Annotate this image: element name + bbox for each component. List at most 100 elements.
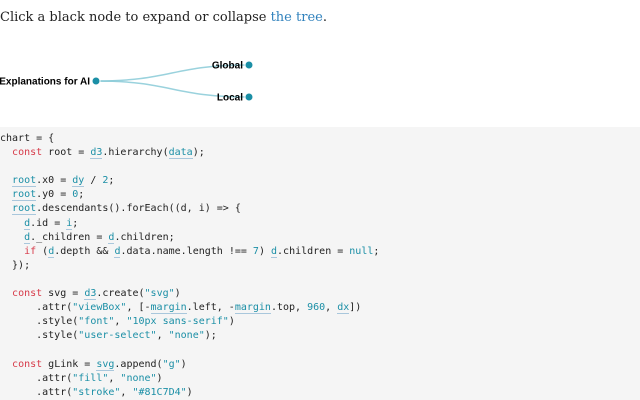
code-token: .data.name.length !== [120,245,253,257]
code-token: if [24,245,37,257]
code-token: d [108,231,115,244]
code-token: "user-select" [78,330,157,342]
code-line: .attr("stroke", "#81C7D4") [0,386,640,400]
tree-link[interactable]: the tree [270,10,323,25]
code-token: dy [72,175,85,188]
code-token: d [24,217,31,230]
code-token: ) [186,386,193,398]
root-node-label: Explanations for AI [0,77,90,88]
code-token: 960 [307,302,326,314]
child-node-global[interactable]: Global [212,60,254,72]
code-token: }); [0,259,31,271]
code-token: "svg" [144,288,175,300]
code-token: ; [108,175,115,187]
code-token: , [108,372,121,384]
code-token: .append( [114,358,163,370]
code-token: ) [258,245,271,257]
code-token: .attr( [0,386,73,398]
root-node-circle[interactable] [91,76,101,86]
global-node-circle[interactable] [244,60,254,70]
code-line: root.x0 = dy / 2; [0,174,640,188]
code-token: .children = [277,245,350,257]
code-token: d [271,245,278,258]
code-token: "none" [168,330,205,342]
code-line: .style("font", "10px sans-serif") [0,315,640,329]
code-line: .style("user-select", "none"); [0,329,640,343]
code-token [0,203,12,214]
code-token: "none" [120,372,157,384]
tree-diagram: Explanations for AI Global Local [0,60,254,104]
code-token: "#81C7D4" [132,386,187,398]
intro-suffix: . [322,10,327,25]
code-line: .attr("fill", "none") [0,372,640,386]
code-token: ; [72,217,79,229]
code-token: .style( [0,316,79,328]
code-token: ); [192,147,205,159]
code-token: .descendants().forEach((d, i) => { [36,203,241,215]
intro-prefix: Click a black node to expand or collapse [0,10,271,25]
code-token: i [66,217,73,230]
code-line: chart = { [0,132,640,146]
code-token [0,288,12,299]
local-node-circle[interactable] [244,92,254,102]
code-token: .y0 = [36,189,73,201]
code-cell[interactable]: chart = { const root = d3.hierarchy(data… [0,127,640,400]
code-token: root = [42,147,91,159]
code-block[interactable]: chart = { const root = d3.hierarchy(data… [0,127,640,400]
code-token: ); [204,330,217,342]
code-token: .id = [30,217,67,229]
code-token: chart = { [0,133,55,144]
tree-link-local [95,80,250,98]
code-token: svg [96,358,115,371]
code-token: , [120,386,133,398]
code-line: d.id = i; [0,217,640,231]
code-token: ._children = [30,231,109,243]
code-token: .hierarchy( [102,147,169,159]
code-token: d [24,231,31,244]
code-token: .style( [0,330,79,342]
tree-links [95,64,250,98]
global-node-label: Global [212,61,243,72]
code-token: margin [234,302,271,315]
code-token: , [325,302,338,314]
code-token: d [114,245,121,258]
code-token: "10px sans-serif" [126,316,229,328]
code-token: "g" [162,358,181,370]
code-token [0,359,12,370]
code-token: margin [150,302,187,315]
code-token: ) [156,372,163,384]
code-line: root.y0 = 0; [0,188,640,202]
code-token: "font" [78,316,115,328]
code-token: null [349,245,374,257]
code-token: 2 [102,175,109,187]
code-token: ]) [349,302,362,314]
code-token: 7 [252,245,259,257]
code-token [0,246,24,257]
code-token: .attr( [0,372,73,384]
code-token: root [12,175,37,188]
code-token: / [84,175,103,187]
code-token: ) [174,288,181,300]
local-node-label: Local [217,93,243,104]
code-token: .top, [270,302,308,314]
code-line [0,273,640,287]
code-token [0,147,12,158]
code-token: ( [36,245,49,257]
code-token: const [12,288,43,300]
code-token: gLink = [42,358,97,370]
code-token: ) [228,316,235,328]
child-node-local[interactable]: Local [217,92,254,104]
code-line: if (d.depth && d.data.name.length !== 7)… [0,245,640,259]
code-token: "fill" [72,372,109,384]
code-token: "stroke" [72,386,121,398]
root-node[interactable]: Explanations for AI [0,76,101,88]
code-token: , [114,316,127,328]
code-line: const gLink = svg.append("g") [0,358,640,372]
code-token: .depth && [54,245,115,257]
code-token: .attr( [0,302,73,314]
code-token [0,232,24,243]
code-token [0,189,12,200]
code-token: svg = [42,288,85,300]
code-line: .attr("viewBox", [-margin.left, -margin.… [0,301,640,315]
code-line: root.descendants().forEach((d, i) => { [0,202,640,216]
